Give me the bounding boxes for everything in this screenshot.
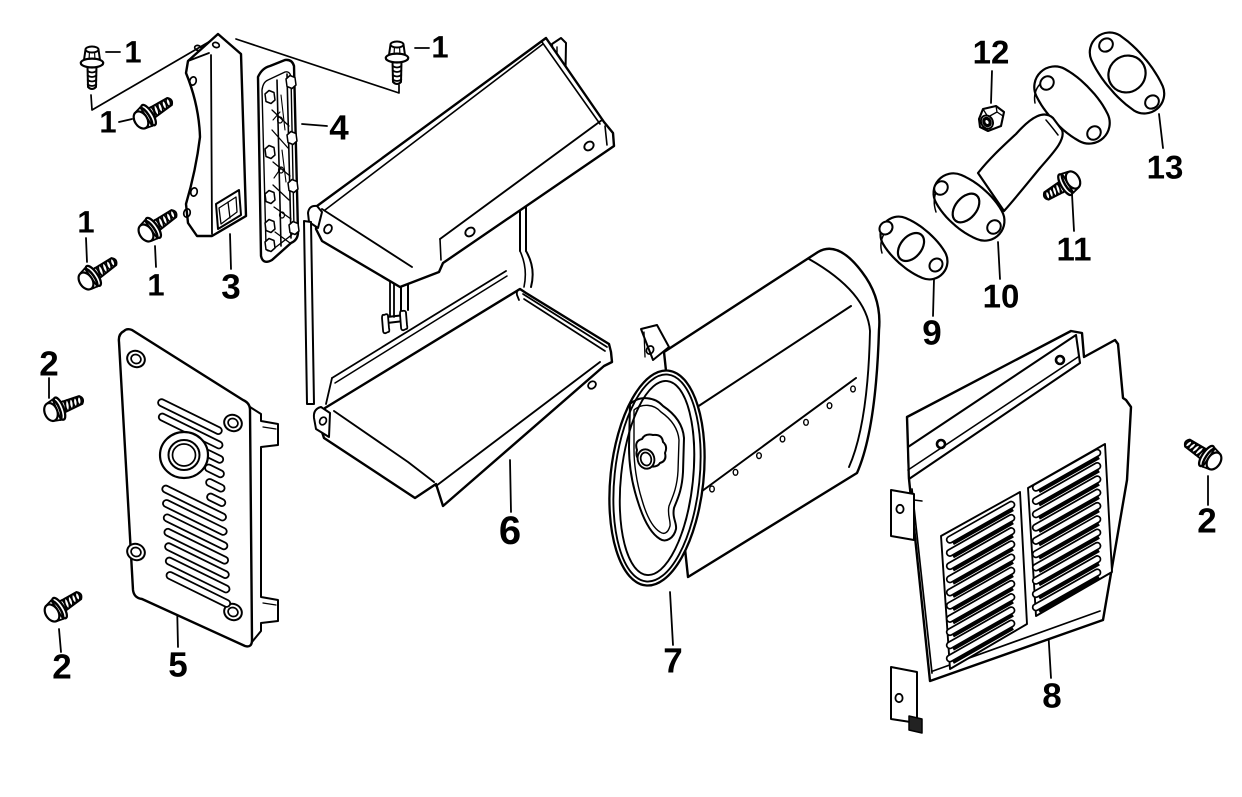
svg-text:3: 3 — [221, 268, 240, 307]
svg-text:1: 1 — [431, 30, 448, 65]
svg-text:7: 7 — [663, 642, 682, 681]
svg-text:11: 11 — [1057, 231, 1092, 268]
svg-text:10: 10 — [983, 278, 1020, 315]
svg-text:1: 1 — [124, 35, 141, 70]
svg-text:4: 4 — [329, 109, 349, 148]
svg-text:6: 6 — [499, 509, 521, 553]
svg-text:8: 8 — [1042, 677, 1061, 716]
svg-text:1: 1 — [147, 268, 164, 303]
svg-text:5: 5 — [168, 646, 187, 685]
svg-text:1: 1 — [77, 205, 94, 240]
svg-text:12: 12 — [973, 34, 1010, 71]
svg-text:2: 2 — [52, 648, 71, 687]
svg-text:9: 9 — [922, 314, 941, 353]
svg-text:13: 13 — [1147, 149, 1184, 186]
svg-text:2: 2 — [39, 345, 58, 384]
svg-text:1: 1 — [99, 105, 116, 140]
svg-text:2: 2 — [1197, 502, 1216, 541]
